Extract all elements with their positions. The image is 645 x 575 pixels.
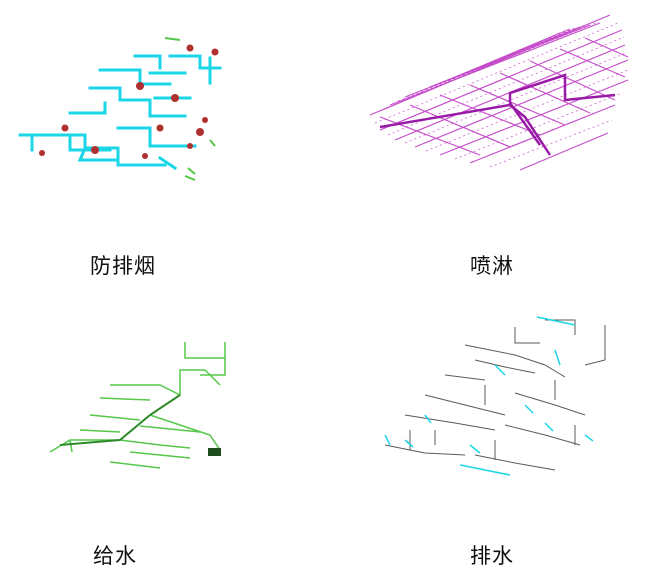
- smoke-control-drawing: [10, 28, 245, 193]
- caption-sprinkler: 喷淋: [470, 254, 514, 278]
- caption-water-supply: 给水: [93, 544, 137, 568]
- caption-drainage: 排水: [470, 544, 514, 568]
- drainage-drawing: [365, 305, 625, 485]
- sprinkler-drawing: [360, 5, 635, 175]
- caption-smoke-control: 防排烟: [90, 254, 156, 278]
- water-supply-drawing: [40, 340, 240, 475]
